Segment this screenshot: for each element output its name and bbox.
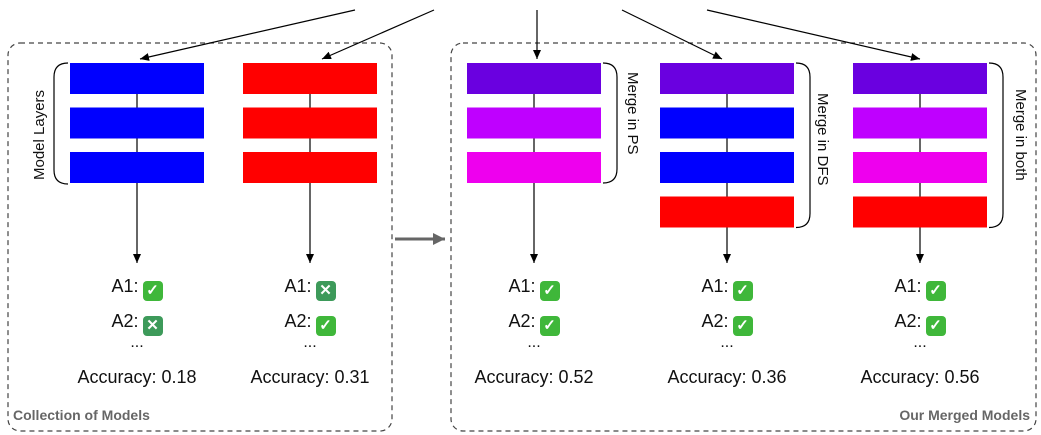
check-icon: ✓ — [315, 316, 336, 336]
answer-row: A2:✓ — [647, 311, 807, 336]
incoming-arrow-2 — [321, 9, 435, 60]
layer-box — [467, 152, 601, 183]
merged-box — [450, 42, 1037, 432]
accuracy-label: Accuracy: 0.31 — [250, 367, 370, 387]
incoming-arrow-1 — [139, 9, 356, 61]
layer-box — [853, 63, 987, 94]
answer-label: A1: — [508, 276, 536, 296]
merge-bracket — [795, 62, 811, 229]
answer-label: A2: — [894, 311, 922, 331]
check-icon: ✓ — [732, 281, 753, 301]
answer-label: A2: — [508, 311, 536, 331]
cross-icon: ✕ — [315, 281, 336, 301]
merge-both-label: Merge in both — [1012, 89, 1029, 181]
layer-box — [243, 107, 377, 139]
layer-box — [853, 196, 987, 228]
layer-box — [467, 107, 601, 139]
model-layers-label: Model Layers — [31, 89, 48, 180]
layer-box — [70, 63, 204, 94]
collection-title: Collection of Models — [13, 407, 150, 423]
answer-row: A1:✕ — [230, 276, 390, 301]
incoming-arrow-4 — [621, 9, 723, 60]
check-icon: ✓ — [925, 316, 946, 336]
answer-label: A2: — [284, 311, 312, 331]
layer-box — [660, 152, 794, 183]
answer-row: A2:✓ — [840, 311, 1000, 336]
answer-row: A2:✓ — [454, 311, 614, 336]
check-icon: ✓ — [732, 316, 753, 336]
accuracy-label: Accuracy: 0.52 — [474, 367, 594, 387]
merge-dfs-label: Merge in DFS — [814, 93, 831, 186]
layer-box — [243, 152, 377, 183]
answers-ellipsis: ... — [303, 334, 317, 351]
layer-box — [660, 63, 794, 94]
layer-box — [70, 107, 204, 139]
answers-ellipsis: ... — [913, 334, 927, 351]
check-icon: ✓ — [539, 316, 560, 336]
answer-row: A1:✓ — [647, 276, 807, 301]
answer-label: A1: — [111, 276, 139, 296]
merge-bracket — [988, 62, 1004, 229]
check-icon: ✓ — [539, 281, 560, 301]
answer-row: A2:✓ — [230, 311, 390, 336]
merged-title: Our Merged Models — [899, 407, 1030, 423]
accuracy-label: Accuracy: 0.56 — [860, 367, 980, 387]
model-layers-bracket — [53, 62, 69, 185]
merge-bracket — [602, 62, 618, 184]
layer-box — [853, 107, 987, 139]
incoming-arrow-5 — [706, 9, 921, 61]
answer-row: A1:✓ — [454, 276, 614, 301]
accuracy-label: Accuracy: 0.18 — [77, 367, 197, 387]
answer-label: A1: — [894, 276, 922, 296]
answer-row: A1:✓ — [57, 276, 217, 301]
layer-box — [243, 63, 377, 94]
answers-ellipsis: ... — [720, 334, 734, 351]
check-icon: ✓ — [142, 281, 163, 301]
layer-box — [853, 152, 987, 183]
answer-label: A1: — [284, 276, 312, 296]
answer-label: A2: — [701, 311, 729, 331]
answer-label: A2: — [111, 311, 139, 331]
cross-icon: ✕ — [142, 316, 163, 336]
merge-ps-label: Merge in PS — [624, 72, 641, 155]
answer-label: A1: — [701, 276, 729, 296]
answers-ellipsis: ... — [527, 334, 541, 351]
accuracy-label: Accuracy: 0.36 — [667, 367, 787, 387]
check-icon: ✓ — [925, 281, 946, 301]
answers-ellipsis: ... — [130, 334, 144, 351]
layer-box — [660, 196, 794, 228]
collection-box — [7, 42, 393, 432]
layer-box — [467, 63, 601, 94]
layer-box — [70, 152, 204, 183]
answer-row: A1:✓ — [840, 276, 1000, 301]
answer-row: A2:✕ — [57, 311, 217, 336]
layer-box — [660, 107, 794, 139]
